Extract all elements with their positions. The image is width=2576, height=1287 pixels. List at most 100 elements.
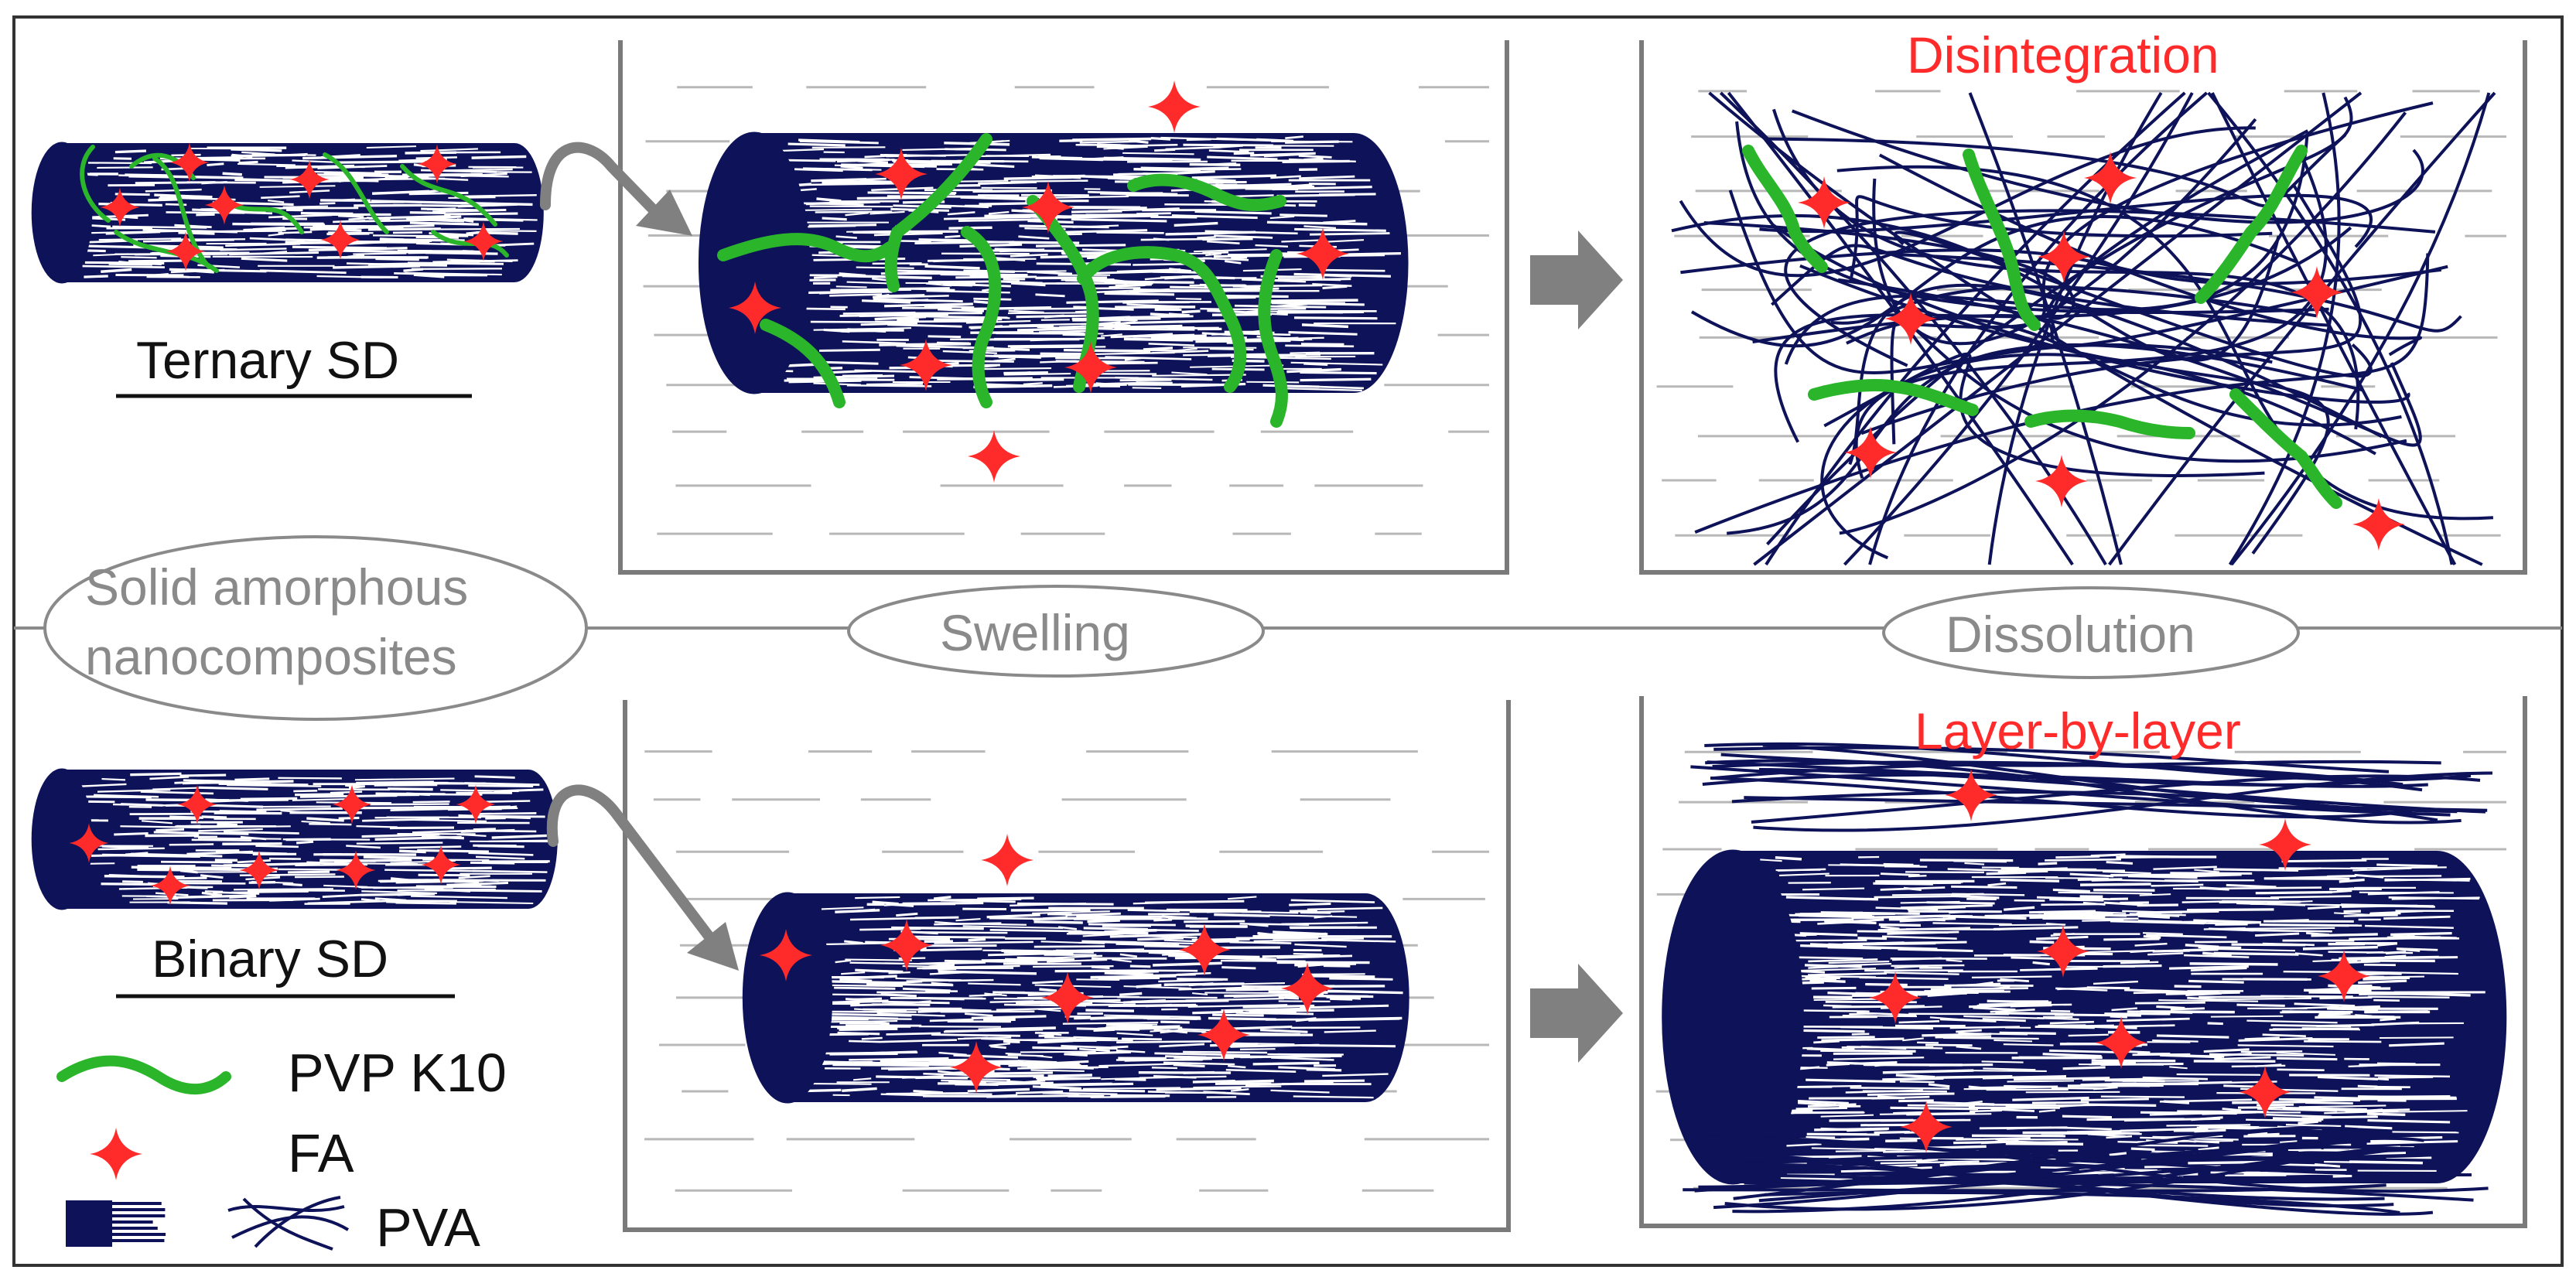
cylinder-streak [2337, 889, 2353, 890]
cylinder-streak [962, 308, 1051, 309]
cylinder-streak [1899, 1021, 1939, 1022]
cylinder-streak [918, 998, 964, 999]
cylinder-streak [2349, 1162, 2423, 1163]
cylinder-streak [413, 801, 450, 802]
cylinder-streak [958, 181, 1008, 182]
cylinder-streak [1193, 1081, 1235, 1082]
cylinder-streak [1122, 153, 1194, 154]
fa-star [2035, 455, 2088, 507]
cylinder-streak [2007, 1080, 2074, 1081]
fa-star [968, 430, 1020, 483]
cylinder-streak [1143, 348, 1173, 350]
cylinder-streak [1993, 1040, 2032, 1041]
cylinder-streak [196, 157, 244, 158]
cylinder-streak [384, 870, 480, 872]
cylinder-streak [1863, 1091, 1947, 1092]
cylinder-streak [232, 224, 324, 225]
cylinder-streak [1243, 1005, 1315, 1007]
binary-sd-label: Binary SD [152, 933, 388, 985]
cylinder-streak [1310, 976, 1375, 977]
cylinder-streak [2263, 944, 2315, 945]
legend-fa-icon [90, 1128, 142, 1180]
cylinder-streak [2245, 1038, 2280, 1040]
cylinder-streak [2062, 1116, 2112, 1117]
cylinder-streak [295, 794, 343, 795]
cylinder-streak [256, 808, 343, 810]
cylinder-streak [1184, 921, 1245, 922]
cylinder-streak [832, 1065, 928, 1066]
swelling-label: Swelling [940, 607, 1130, 658]
cylinder-streak [2208, 1023, 2223, 1024]
cylinder-streak [83, 266, 165, 268]
cylinder-streak [399, 851, 426, 852]
cylinder-streak [811, 179, 866, 181]
cylinder-streak [494, 790, 543, 791]
cylinder-streak [1169, 314, 1190, 316]
cylinder-streak [1170, 287, 1214, 288]
legend-pva-label: PVA [376, 1200, 480, 1255]
cylinder-streak [2380, 1019, 2396, 1020]
cylinder-streak [364, 857, 435, 858]
cylinder-streak [924, 306, 974, 308]
cylinder-streak [1998, 871, 2048, 872]
cylinder-near-end [1663, 851, 1803, 1183]
cylinder-streak [1003, 1042, 1020, 1043]
cylinder-streak [1088, 920, 1120, 922]
cylinder-streak [1262, 302, 1345, 303]
cylinder-streak [1920, 882, 1963, 883]
cylinder-streak [2213, 869, 2298, 871]
cylinder-streak [2406, 994, 2471, 995]
cylinder-streak [278, 232, 312, 233]
cylinder-streak [1117, 997, 1217, 998]
cylinder-streak [788, 144, 846, 145]
cylinder-streak [1900, 1138, 1981, 1139]
cylinder-streak [2376, 865, 2438, 866]
cylinder-streak [1212, 1015, 1264, 1016]
cylinder-streak [969, 939, 986, 940]
cylinder-streak [1323, 286, 1348, 288]
cylinder-streak [1072, 138, 1151, 140]
cylinder-streak [109, 264, 152, 265]
cylinder-streak [1048, 1075, 1092, 1076]
cylinder-streak [2279, 1099, 2360, 1100]
cylinder-streak [2170, 873, 2252, 874]
cylinder-streak [1152, 1067, 1177, 1068]
legend-fa-label: FA [288, 1126, 354, 1180]
cylinder-streak [1932, 923, 2011, 924]
cylinder-streak [417, 850, 489, 852]
fa-star [1148, 80, 1201, 133]
legend-pvp-label: PVP K10 [288, 1046, 507, 1100]
cylinder-streak [1277, 195, 1355, 196]
cylinder-streak [1965, 863, 1985, 865]
cylinder-streak [2045, 859, 2121, 860]
cylinder-streak [2004, 1044, 2054, 1045]
cylinder-streak [2305, 1103, 2353, 1104]
cylinder-streak [2177, 1074, 2260, 1075]
cylinder-streak [1151, 138, 1170, 140]
cylinder-streak [843, 312, 916, 313]
cylinder-streak [829, 295, 882, 296]
cylinder-streak [333, 266, 420, 268]
cylinder-streak [1327, 991, 1402, 992]
cylinder-streak [187, 182, 224, 183]
cylinder-streak [805, 226, 856, 227]
cylinder-streak [1096, 232, 1163, 233]
cylinder-streak [881, 995, 917, 996]
cylinder-streak [178, 868, 210, 869]
cylinder-streak [1174, 1065, 1205, 1067]
cylinder-streak [1836, 1151, 1886, 1152]
cylinder-streak [155, 829, 184, 830]
cylinder-streak [121, 257, 156, 258]
cylinder-streak [2081, 1099, 2149, 1101]
cylinder-streak [1020, 1052, 1096, 1053]
cylinder-streak [973, 191, 1053, 192]
cylinder-streak [945, 236, 960, 237]
cylinder-streak [2214, 953, 2299, 954]
cylinder-streak [386, 902, 413, 903]
cylinder-streak [921, 949, 982, 951]
cylinder-streak [444, 213, 518, 214]
cylinder-streak [2038, 863, 2058, 864]
cylinder-streak [1132, 1001, 1229, 1002]
cylinder-streak [2380, 1037, 2454, 1038]
cylinder-streak [840, 315, 924, 316]
